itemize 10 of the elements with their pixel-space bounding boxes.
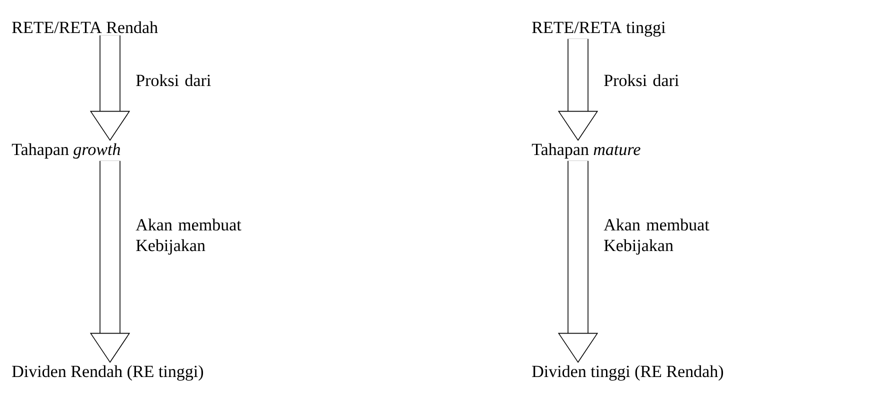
text-label: Tahapan growth — [12, 143, 120, 159]
edge-label: Proksi dari — [136, 74, 211, 86]
text-label: RETE/RETA tinggi — [532, 22, 666, 37]
text-label: RETE/RETA Rendah — [12, 21, 158, 34]
text-label: Dividen tinggi (RE Rendah) — [532, 365, 724, 381]
edge-label: Proksi dari — [604, 74, 679, 86]
text-label: Tahapan mature — [532, 143, 640, 159]
edge-label: Akan membuat Kebijakan — [136, 218, 242, 255]
edge-label: Akan membuat Kebijakan — [604, 218, 710, 255]
text-label: Dividen Rendah (RE tinggi) — [12, 365, 204, 381]
